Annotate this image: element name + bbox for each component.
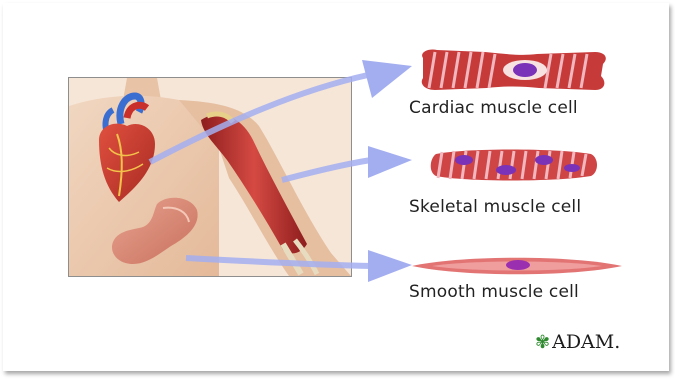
leaf-icon: ✾: [535, 332, 550, 353]
smooth-muscle-cell-label: Smooth muscle cell: [409, 282, 579, 302]
cardiac-muscle-cell-label: Cardiac muscle cell: [409, 98, 578, 118]
smooth-nucleus: [506, 260, 530, 270]
skeletal-muscle-cell: [426, 146, 601, 184]
cardiac-arrowhead: [362, 60, 412, 98]
adam-logo-text: ADAM.: [552, 331, 620, 353]
skeletal-muscle-cell-label: Skeletal muscle cell: [409, 197, 581, 217]
skeletal-arrowhead: [368, 146, 412, 178]
skeletal-nucleus-3: [535, 155, 553, 165]
cardiac-muscle-cell: [415, 46, 611, 94]
smooth-arrowhead: [368, 250, 412, 282]
adam-logo: ✾ ADAM.: [535, 330, 620, 354]
skeletal-nucleus-4: [564, 164, 580, 172]
skeletal-nucleus-2: [496, 165, 516, 175]
smooth-muscle-cell: [412, 253, 622, 279]
cardiac-nucleus: [513, 63, 537, 77]
skeletal-nucleus-1: [455, 155, 473, 165]
